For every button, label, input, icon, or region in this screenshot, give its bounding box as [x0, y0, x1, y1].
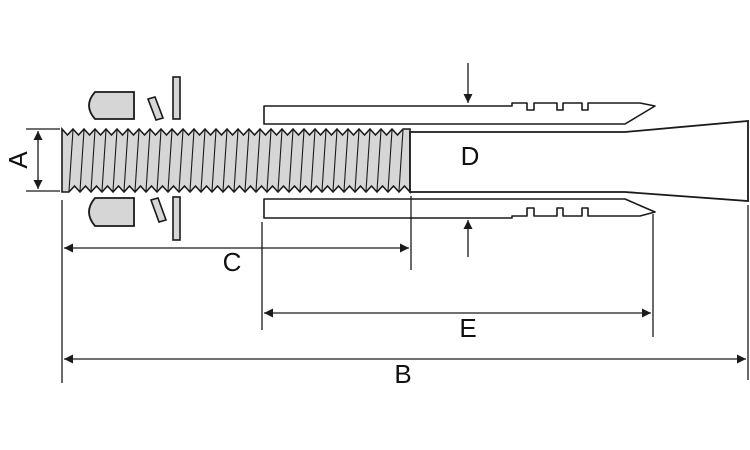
thread-line: [387, 129, 393, 192]
thread-line: [343, 129, 349, 192]
thread-line: [321, 129, 327, 192]
label-a: A: [3, 151, 33, 169]
thread-line: [244, 129, 250, 192]
label-e: E: [459, 313, 476, 343]
thread-line: [310, 129, 316, 192]
thread-line: [255, 129, 261, 192]
label-d: D: [461, 141, 480, 171]
thread-line: [222, 129, 228, 192]
thread-line: [233, 129, 239, 192]
thread-line: [398, 129, 404, 192]
thread-line: [68, 129, 74, 192]
thread-line: [200, 129, 206, 192]
thread-line: [189, 129, 195, 192]
sleeve-top: [263, 102, 656, 125]
thread-line: [288, 129, 294, 192]
thread-line: [266, 129, 272, 192]
thread-line: [376, 129, 382, 192]
flat-washer-bottom: [172, 196, 181, 241]
flat-washer-top: [172, 76, 181, 120]
thread-line: [354, 129, 360, 192]
thread-line: [167, 129, 173, 192]
dimension-a: [26, 128, 60, 192]
label-b: B: [394, 359, 411, 389]
thread-line: [299, 129, 305, 192]
dimension-b: [64, 205, 749, 380]
dimension-e: [261, 214, 654, 337]
thread-line: [101, 129, 107, 192]
thread-line: [134, 129, 140, 192]
thread-line: [277, 129, 283, 192]
spring-washer-top: [146, 96, 165, 121]
thread-line: [178, 129, 184, 192]
thread-line: [112, 129, 118, 192]
thread-line: [365, 129, 371, 192]
thread-line: [332, 129, 338, 192]
thread-line: [123, 129, 129, 192]
nut-top: [88, 91, 135, 120]
thread-line: [90, 129, 96, 192]
thread-line: [145, 129, 151, 192]
label-c: C: [223, 247, 242, 277]
threaded-rod: [61, 126, 411, 195]
spring-washer-bottom: [149, 197, 168, 223]
sleeve-bottom: [263, 198, 656, 219]
thread-line: [156, 129, 162, 192]
thread-line: [211, 129, 217, 192]
nut-bottom: [88, 197, 135, 227]
thread-line: [79, 129, 85, 192]
cone-expander: [409, 120, 749, 202]
dimension-c: [61, 196, 412, 383]
